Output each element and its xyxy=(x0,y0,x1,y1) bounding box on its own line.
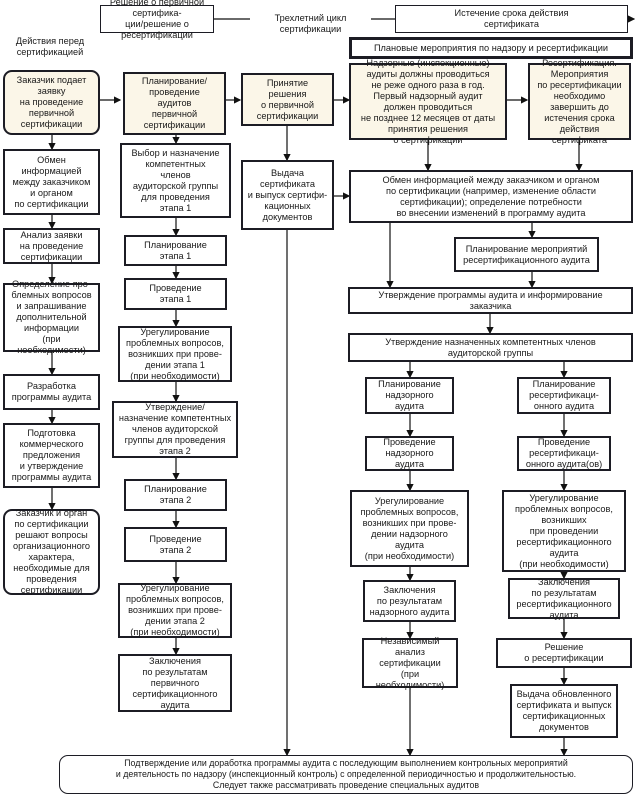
recert-decision-box: Решение о ресертификации xyxy=(496,638,632,668)
client-applies-box: Заказчик подает заявку на проведение пер… xyxy=(3,70,100,135)
surveillance-audits-note-box: Надзорные (инспекционные) аудиты должны … xyxy=(349,58,507,145)
stage2-conduct-box: Проведение этапа 2 xyxy=(124,527,227,562)
updated-certificate-issuance-box: Выдача обновленного сертификата и выпуск… xyxy=(510,684,618,738)
recert-conclusions-box: Заключения по результатам ресертификацио… xyxy=(508,577,620,620)
timeline-cycle-label: Трехлетний цикл сертификации xyxy=(274,13,347,34)
timeline-end-box: Истечение срока действия сертификата xyxy=(395,5,628,33)
info-exchange-box: Обмен информацией между заказчиком и орг… xyxy=(3,149,100,215)
stage1-issue-resolution-box: Урегулирование проблемных вопросов, возн… xyxy=(118,326,232,382)
surveillance-issue-resolution-box: Урегулирование проблемных вопросов, возн… xyxy=(350,490,469,567)
audit-program-development-box: Разработка программы аудита xyxy=(3,374,100,410)
pre-certification-heading: Действия перед сертификацией xyxy=(15,36,85,57)
initial-audit-conclusions-box: Заключения по результатам первичного сер… xyxy=(118,654,232,712)
recert-audit-conduct-box: Проведение ресертификаци- онного аудита(… xyxy=(517,436,611,471)
audit-program-approval-box: Утверждение программы аудита и информиро… xyxy=(348,287,633,314)
stage2-planning-box: Планирование этапа 2 xyxy=(124,479,227,511)
recert-audit-planning-box: Планирование ресертификаци- онного аудит… xyxy=(517,377,611,414)
initial-certification-decision-box: Принятие решения о первичной сертификаци… xyxy=(241,73,334,126)
organizational-issues-box: Заказчик и орган по сертификации решают … xyxy=(3,508,100,595)
surveillance-conclusions-box: Заключения по результатам надзорного ауд… xyxy=(363,580,456,622)
stage1-team-selection-box: Выбор и назначение компетентных членов а… xyxy=(120,143,231,218)
commercial-proposal-box: Подготовка коммерческого предложения и у… xyxy=(3,423,100,488)
issue-identification-box: Определение про- блемных вопросов и запр… xyxy=(3,279,100,355)
audit-team-approval-box: Утверждение назначенных компетентных чле… xyxy=(348,333,633,362)
stage1-planning-box: Планирование этапа 1 xyxy=(124,235,227,266)
recertification-note-box: Ресертификация. Мероприятия по ресертифи… xyxy=(528,58,631,145)
certificate-issuance-box: Выдача сертификата и выпуск сертифи- кац… xyxy=(241,160,334,230)
initial-audits-planning-box: Планирование/ проведение аудитов первичн… xyxy=(123,72,226,135)
timeline-start-box: Решение о первичной сертифика- ции/решен… xyxy=(100,0,214,40)
stage1-conduct-box: Проведение этапа 1 xyxy=(124,278,227,310)
recert-issue-resolution-box: Урегулирование проблемных вопросов, возн… xyxy=(502,490,626,572)
surveillance-planning-box: Планирование надзорного аудита xyxy=(365,377,454,414)
surveillance-conduct-box: Проведение надзорного аудита xyxy=(365,436,454,471)
stage2-issue-resolution-box: Урегулирование проблемных вопросов, возн… xyxy=(118,583,232,638)
recert-planning-box: Планирование мероприятий ресертификацион… xyxy=(454,237,599,272)
application-review-box: Анализ заявки на проведение сертификации xyxy=(3,228,100,264)
independent-review-box: Независимый анализ сертификации (при нео… xyxy=(362,636,458,690)
info-exchange-changes-box: Обмен информацией между заказчиком и орг… xyxy=(349,170,633,223)
stage2-team-approval-box: Утверждение/ назначение компетентных чле… xyxy=(112,401,238,458)
footer-note-box: Подтверждение или доработка программы ау… xyxy=(59,755,633,794)
planned-activities-heading: Плановые мероприятия по надзору и ресерт… xyxy=(349,37,633,59)
